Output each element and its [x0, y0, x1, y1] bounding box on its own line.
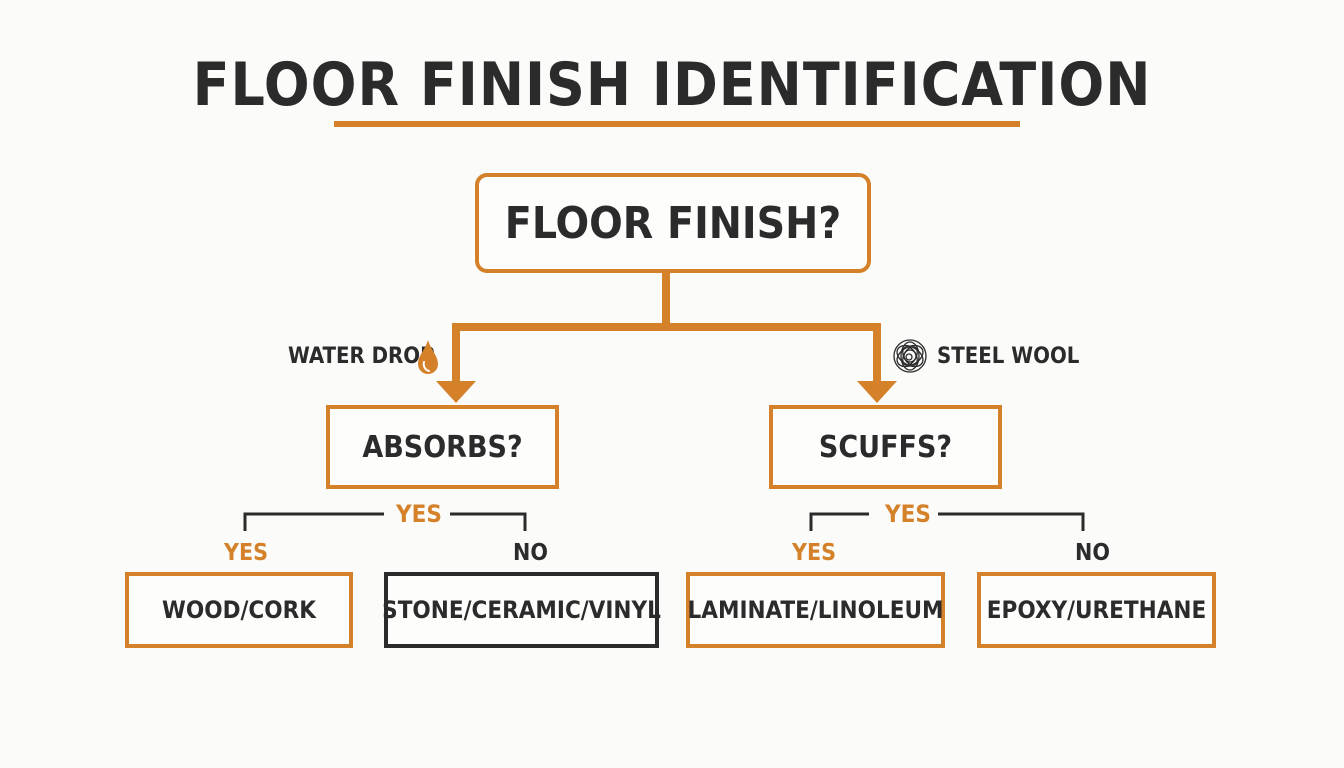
arrow-head-right	[857, 381, 897, 403]
absorbs-question-box: ABSORBS?	[326, 405, 559, 489]
result-stone-ceramic-vinyl-label: STONE/CERAMIC/VINYL	[382, 596, 661, 624]
root-question-box: FLOOR FINISH?	[475, 173, 871, 273]
result-laminate-linoleum-box: LAMINATE/LINOLEUM	[686, 572, 945, 648]
result-wood-cork-label: WOOD/CORK	[162, 596, 316, 624]
scuffs-branch-connector	[809, 512, 1085, 531]
absorbs-yes-connector-label: YES	[396, 500, 442, 528]
left-yes-branch-label: YES	[224, 540, 269, 566]
scuffs-yes-connector-label: YES	[885, 500, 931, 528]
result-laminate-linoleum-label: LAMINATE/LINOLEUM	[687, 596, 944, 624]
title-underline	[334, 121, 1020, 127]
steel-wool-test-label: STEEL WOOL	[937, 344, 1080, 369]
result-epoxy-urethane-box: EPOXY/URETHANE	[977, 572, 1216, 648]
result-epoxy-urethane-label: EPOXY/URETHANE	[986, 596, 1207, 624]
left-no-branch-label: NO	[513, 540, 548, 566]
absorbs-question-label: ABSORBS?	[362, 429, 523, 465]
right-yes-branch-label: YES	[792, 540, 837, 566]
water-drop-test-label: WATER DROP	[288, 344, 435, 369]
right-no-branch-label: NO	[1075, 540, 1110, 566]
arrow-head-left	[436, 381, 476, 403]
result-wood-cork-box: WOOD/CORK	[125, 572, 353, 648]
steel-wool-icon	[893, 339, 927, 373]
diagram-title: FLOOR FINISH IDENTIFICATION	[192, 50, 1152, 120]
scuffs-question-box: SCUFFS?	[769, 405, 1002, 489]
root-split-connector	[452, 273, 881, 383]
scuffs-question-label: SCUFFS?	[818, 429, 953, 465]
result-stone-ceramic-vinyl-box: STONE/CERAMIC/VINYL	[382, 572, 661, 648]
water-drop-icon	[418, 340, 438, 374]
absorbs-branch-connector	[243, 512, 527, 531]
root-question-label: FLOOR FINISH?	[504, 197, 842, 249]
